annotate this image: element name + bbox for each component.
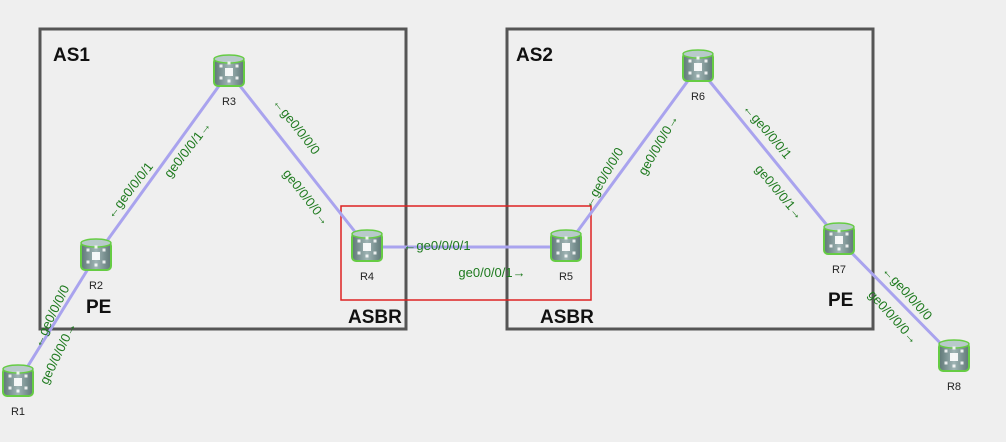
router-icon: [351, 229, 383, 262]
router-r3[interactable]: R3: [213, 54, 245, 108]
interface-label: ←ge0/0/0/0: [580, 145, 627, 211]
router-r2[interactable]: R2: [80, 238, 112, 292]
router-icon: [2, 364, 34, 397]
asbr-left-label: ASBR: [348, 307, 402, 328]
link-r1-r2: [16, 255, 98, 383]
interface-label: ←ge0/0/0/1: [403, 238, 470, 253]
router-label: R5: [559, 271, 573, 283]
router-icon: [938, 339, 970, 372]
router-label: R1: [11, 406, 25, 418]
as2-label: AS2: [516, 45, 553, 66]
router-icon: [823, 222, 855, 255]
as2-box: [505, 27, 875, 331]
asbr-box: [340, 205, 592, 301]
router-label: R6: [691, 91, 705, 103]
link-r7-r8: [837, 238, 956, 359]
interface-label: ←ge0/0/0/0: [270, 95, 323, 157]
links-layer: [16, 66, 956, 383]
router-label: R3: [222, 96, 236, 108]
router-label: R7: [832, 264, 846, 276]
router-r8[interactable]: R8: [938, 339, 970, 393]
pe-right-label: PE: [828, 290, 853, 311]
router-icon: [213, 54, 245, 87]
as1-box: [38, 27, 408, 331]
router-icon: [550, 229, 582, 262]
link-r2-r3: [94, 71, 231, 257]
link-r5-r6: [564, 66, 700, 248]
router-icon: [682, 49, 714, 82]
router-icon: [80, 238, 112, 271]
as1-label: AS1: [53, 45, 90, 66]
interface-label: ge0/0/0/0→: [280, 166, 333, 228]
router-label: R2: [89, 280, 103, 292]
router-r4[interactable]: R4: [351, 229, 383, 283]
link-r6-r7: [696, 66, 841, 241]
router-r6[interactable]: R6: [682, 49, 714, 103]
interface-label: ge0/0/0/1→: [458, 265, 525, 280]
asbr-right-label: ASBR: [540, 307, 594, 328]
pe-left-label: PE: [86, 297, 111, 318]
interface-labels-layer: ge0/0/0/0→ ←ge0/0/0/0 ←ge0/0/0/1 ge0/0/0/1→…: [29, 95, 935, 386]
router-r5[interactable]: R5: [550, 229, 582, 283]
router-r7[interactable]: R7: [823, 222, 855, 276]
router-label: R8: [947, 381, 961, 393]
router-label: R4: [360, 271, 374, 283]
router-r1[interactable]: R1: [2, 364, 34, 418]
link-r3-r4: [227, 71, 369, 248]
